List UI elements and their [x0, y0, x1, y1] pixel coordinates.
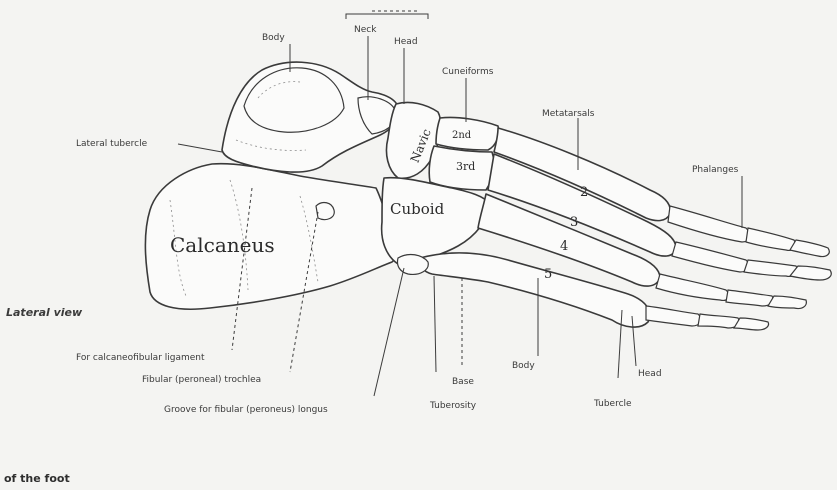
label-phalanges: Phalanges	[692, 165, 739, 175]
figure-caption: of the foot	[4, 472, 70, 485]
label-metatarsal-body: Body	[512, 361, 535, 371]
talus-neck-bracket	[346, 11, 428, 19]
label-cuneiforms: Cuneiforms	[442, 67, 494, 77]
phalanx-5-distal	[734, 318, 769, 330]
metatarsal-number-3: 3	[570, 215, 578, 230]
label-talus-head: Head	[394, 37, 418, 47]
label-tuberosity: Tuberosity	[429, 401, 477, 411]
phalanges-group	[646, 206, 831, 330]
metatarsal-number-2: 2	[580, 185, 588, 200]
label-groove-fibularis-longus: Groove for fibular (peroneus) longus	[164, 405, 328, 415]
calcaneus-name: Calcaneus	[170, 233, 275, 257]
fibular-trochlea-bump	[316, 203, 334, 220]
label-metatarsal-tubercle: Tubercle	[593, 399, 632, 409]
metatarsal-number-4: 4	[560, 239, 568, 254]
metatarsal-number-5: 5	[544, 267, 552, 282]
cuboid-bone	[382, 178, 490, 264]
label-metatarsals: Metatarsals	[542, 109, 595, 119]
label-talus-body: Body	[262, 33, 285, 43]
phalanx-2-distal	[790, 240, 829, 257]
cuneiform-2-name: 2nd	[452, 130, 472, 141]
phalanx-4-proximal	[656, 274, 729, 300]
label-base: Base	[452, 377, 474, 387]
label-lateral-tubercle: Lateral tubercle	[76, 139, 148, 149]
phalanx-4-distal	[768, 296, 806, 309]
phalanx-3-proximal	[672, 242, 749, 272]
label-metatarsal-head: Head	[638, 369, 662, 379]
label-calcaneofibular-ligament: For calcaneofibular ligament	[76, 353, 205, 363]
metatarsal-5-tuberosity	[397, 255, 428, 275]
phalanx-4-middle	[726, 290, 773, 306]
phalanx-2-proximal	[668, 206, 749, 242]
view-label: Lateral view	[6, 306, 82, 319]
phalanx-3-distal	[790, 266, 831, 280]
phalanx-5-proximal	[646, 306, 701, 326]
label-fibular-trochlea: Fibular (peroneal) trochlea	[142, 375, 261, 385]
phalanx-5-middle	[698, 314, 739, 328]
cuboid-name: Cuboid	[390, 200, 445, 218]
label-talus-neck: Neck	[354, 25, 377, 35]
phalanx-2-middle	[746, 228, 796, 250]
cuneiform-3-name: 3rd	[456, 160, 475, 173]
phalanx-3-middle	[744, 260, 797, 276]
